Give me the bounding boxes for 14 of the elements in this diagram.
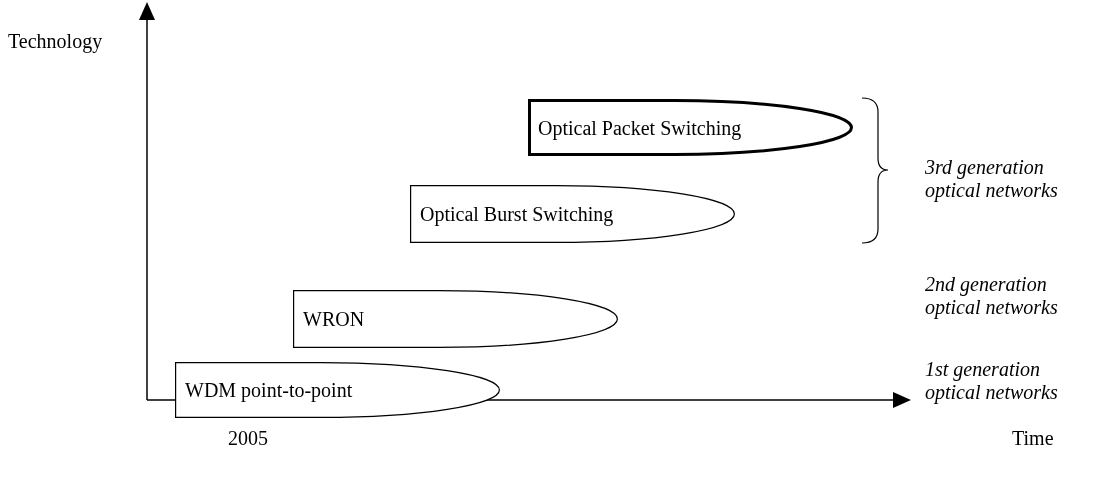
bar-label: WRON: [303, 307, 365, 331]
generation-label: 3rd generation optical networks: [925, 156, 1059, 202]
generation-label: 1st generation optical networks: [925, 358, 1059, 404]
timeline-bar: [528, 99, 853, 156]
generation-label: 2nd generation optical networks: [925, 273, 1059, 319]
bar-label: Optical Burst Switching: [420, 202, 614, 226]
axis-label: Technology: [8, 30, 104, 53]
timeline-bar: [175, 362, 500, 418]
axis-label: 2005: [228, 427, 269, 450]
bar-label: Optical Packet Switching: [538, 116, 742, 139]
timeline-bar: [293, 290, 618, 348]
axis-label: Time: [1012, 427, 1055, 450]
timeline-bar: [410, 185, 735, 243]
bar-label: WDM point-to-point: [185, 378, 353, 402]
